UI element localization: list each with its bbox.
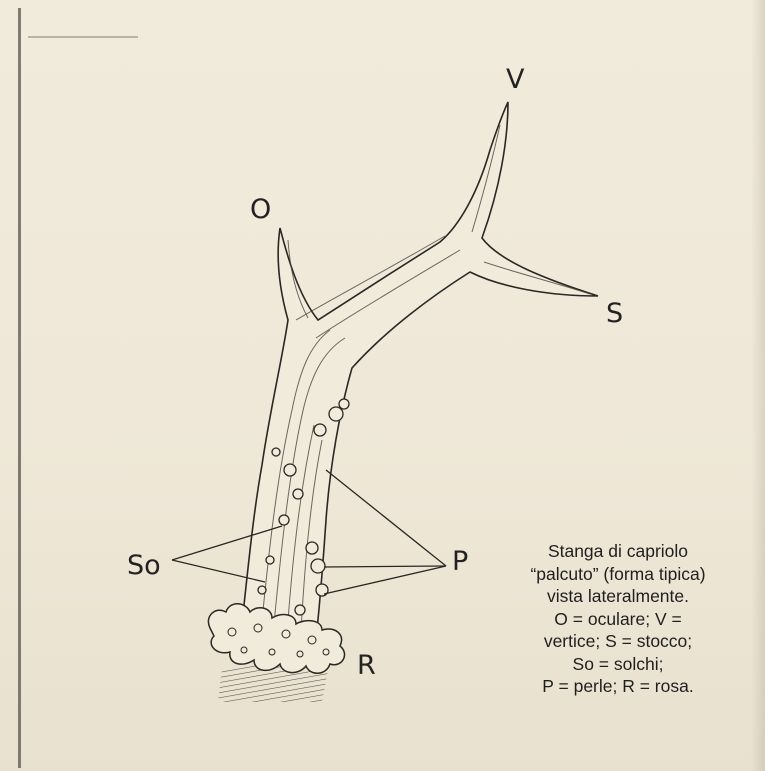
label-solchi: So xyxy=(127,552,161,579)
label-oculare: O xyxy=(250,196,271,223)
label-rosa: R xyxy=(357,652,376,679)
label-stocco: S xyxy=(606,300,623,327)
caption-line: So = solchi; xyxy=(492,653,744,676)
caption-line: Stanga di capriolo xyxy=(492,540,744,563)
caption-line: vertice; S = stocco; xyxy=(492,630,744,653)
label-perle: P xyxy=(452,548,468,575)
caption-line: P = perle; R = rosa. xyxy=(492,675,744,698)
caption-line: “palcuto” (forma tipica) xyxy=(492,563,744,586)
figure-caption: Stanga di capriolo “palcuto” (forma tipi… xyxy=(492,540,744,698)
caption-line: vista lateralmente. xyxy=(492,585,744,608)
caption-line: O = oculare; V = xyxy=(492,608,744,631)
label-vertice: V xyxy=(506,66,524,93)
p-leader-lines xyxy=(324,470,446,594)
